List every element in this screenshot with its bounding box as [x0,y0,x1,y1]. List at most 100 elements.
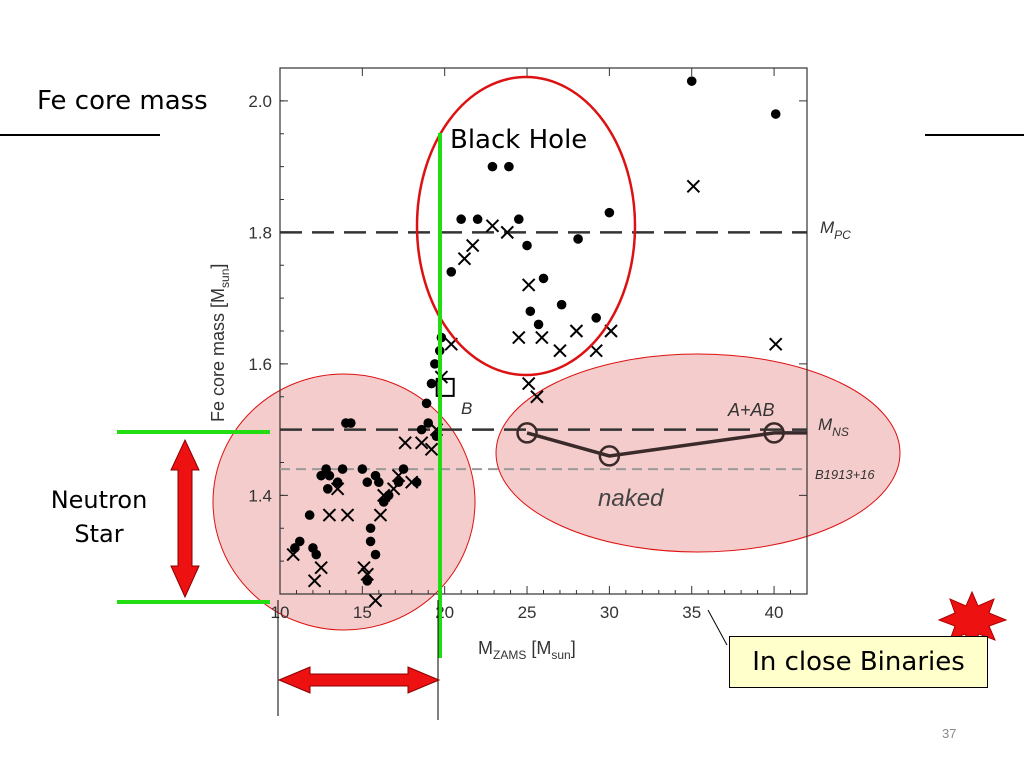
y-tick-label: 2.0 [248,92,272,111]
dot-point [522,240,532,251]
dot-point [304,510,315,520]
cross-point [521,376,536,391]
cross-stroke [322,508,337,522]
dot-point [556,299,567,310]
data-points [286,76,783,608]
zams-mass-range-arrow [277,666,441,694]
cross-point [512,330,526,345]
cross-point [553,344,567,358]
dot-point [686,76,697,86]
cross-point [569,324,584,338]
neutron-star-label-line1: Neutron [50,486,148,514]
x-tick-label: 10 [271,603,290,622]
cross-point [330,482,345,496]
x-axis-label: MZAMS [Msun] [478,638,576,662]
cross-stroke [414,436,429,450]
x-tick-label: 40 [765,603,784,622]
a-ab-label: A+AB [727,400,775,420]
cross-stroke [530,390,544,404]
y-tick-label: 1.4 [248,486,272,505]
dot-point [294,536,305,547]
reference-lines [280,231,807,471]
x-tick-label: 25 [518,603,537,622]
cross-point [686,179,701,194]
cross-stroke [424,442,439,457]
cross-stroke [357,560,371,575]
dot-point [337,464,348,474]
cross-stroke [535,330,549,345]
dot-point [604,207,615,218]
cross-point [465,238,480,253]
dot-point [346,418,356,428]
cross-stroke [569,324,584,338]
dot-point [533,319,544,330]
dot-point [770,109,781,119]
dot-point [411,477,422,488]
open-circle-point [763,422,785,444]
cross-point [535,330,549,345]
dot-point [446,267,457,277]
cross-stroke [521,278,536,292]
x-tick-label: 35 [682,603,701,622]
cross-stroke [307,574,322,588]
neutron-star-label: Neutron Star [30,483,168,551]
dot-point [504,161,514,172]
cross-stroke [314,560,328,575]
m-pc-label: MPC [820,218,851,242]
dot-point [362,477,373,488]
cross-point [322,508,337,522]
dot-point [573,234,583,244]
y-tick-label: 1.6 [248,355,272,374]
cross-point [398,436,412,450]
y-axis-label: Fe core mass [Msun] [208,264,232,422]
cross-stroke [286,547,300,562]
dot-point [430,359,440,369]
cross-stroke [405,475,419,489]
page-number: 37 [942,726,957,741]
cross-point [414,436,429,450]
neutron-star-label-line2: Star [74,520,124,548]
dot-point [398,464,409,474]
cross-point [589,344,603,358]
open-circle-point [598,445,621,467]
cross-stroke [769,337,783,351]
cross-stroke [391,468,406,483]
cross-point [286,547,300,562]
binary-track-markers [516,422,785,467]
cross-stroke [521,376,536,391]
cross-stroke [340,508,355,522]
dot-point [365,523,376,534]
dot-point [316,470,326,481]
dot-point [456,214,466,225]
dot-point [365,536,376,547]
cross-point [360,567,374,581]
cross-stroke [512,330,526,345]
dot-point [362,576,373,586]
cross-point [314,560,328,575]
cross-point [391,468,406,483]
dot-point [513,214,524,225]
ns-mass-range-arrow [170,438,200,599]
cross-point [307,574,322,588]
dot-point [322,484,333,494]
cross-stroke [553,344,567,358]
slide-title: Fe core mass [37,86,208,116]
dot-point [374,477,384,488]
black-hole-region [415,75,637,377]
cross-point [386,482,401,496]
x-tick-label: 30 [600,603,619,622]
cross-stroke [330,482,345,496]
cross-point [424,442,439,457]
dot-point [591,313,601,323]
dot-point [311,549,322,560]
cross-stroke [686,179,701,194]
cross-point [373,508,388,522]
dot-point [393,477,404,488]
cross-point [357,560,371,575]
cross-point [500,225,514,240]
cross-point [368,593,383,608]
b1913-label: B1913+16 [815,467,875,482]
x-tick-label: 15 [353,603,372,622]
title-rule-right [925,134,1024,136]
